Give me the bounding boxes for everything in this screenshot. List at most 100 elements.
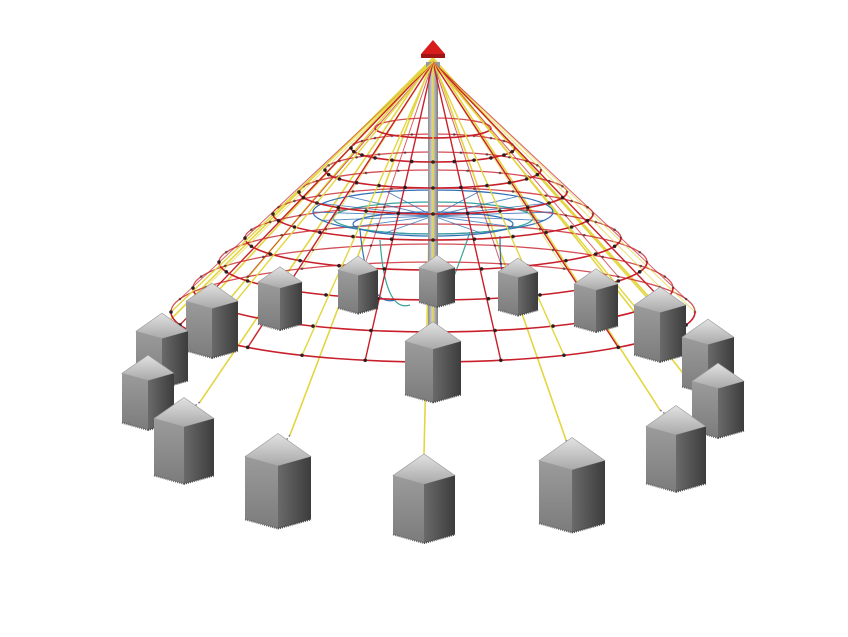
inner-net-spoke-0 [432, 211, 554, 217]
knot [601, 255, 605, 259]
knot [508, 155, 511, 159]
inner-net-spoke-11 [386, 191, 434, 217]
knot [498, 209, 502, 213]
block-face-left [245, 456, 278, 529]
knot [360, 139, 364, 143]
knot [292, 225, 297, 229]
knot [336, 205, 341, 210]
knot [544, 230, 548, 235]
knot [551, 324, 555, 328]
block-fringe-right [717, 429, 745, 439]
knot [485, 183, 489, 188]
block-fringe-left [497, 309, 519, 317]
block-fringe-right [423, 533, 456, 545]
knot [327, 164, 330, 167]
knot [431, 238, 435, 242]
rope-main-1 [159, 57, 434, 331]
net-radial-4 [432, 61, 565, 356]
knot [538, 293, 542, 297]
knot [324, 293, 328, 297]
block-fringe-left [121, 421, 149, 431]
knot [246, 275, 250, 278]
knot [383, 205, 386, 209]
knot [268, 220, 272, 224]
net-radial-11 [179, 61, 434, 326]
knot [525, 205, 530, 210]
knot [178, 297, 182, 301]
block-fringe-right [517, 309, 539, 317]
knot [544, 194, 548, 197]
net-radial-14 [205, 61, 434, 288]
net-radial-5 [432, 61, 502, 361]
cap-triangle [421, 40, 445, 54]
knot [377, 153, 381, 156]
block-fringe-right [571, 522, 606, 534]
knot [616, 275, 620, 278]
pole-cap [421, 40, 445, 58]
knot [217, 260, 221, 264]
block-face-right [358, 270, 378, 314]
knot [349, 146, 353, 150]
knot [351, 190, 355, 193]
knot [318, 230, 322, 235]
knot [298, 258, 302, 263]
knot [452, 133, 456, 136]
knot [525, 208, 529, 212]
block-face-left [338, 270, 358, 314]
outer-anchor-block-3 [153, 397, 215, 485]
knot [562, 267, 566, 270]
loose-rope-3 [379, 239, 411, 307]
net-radial-0 [432, 61, 696, 313]
inner-net-spoke-8 [312, 211, 434, 217]
knot [323, 168, 327, 172]
inner-net-spoke-2 [432, 215, 518, 229]
knot [224, 270, 229, 274]
knot [562, 353, 566, 358]
net-radial-19 [432, 61, 502, 264]
knot [363, 358, 367, 363]
knot [569, 225, 574, 229]
knot [487, 223, 490, 227]
knot [586, 205, 589, 209]
inner-anchor-block-4 [573, 268, 619, 334]
knot [280, 233, 283, 237]
knot [511, 234, 515, 239]
knot [191, 286, 195, 290]
block-face-left [122, 373, 148, 430]
knot [382, 267, 387, 271]
knot [250, 228, 253, 232]
knot [472, 237, 477, 241]
knot [663, 275, 667, 278]
inner-anchor-block-3 [497, 257, 539, 317]
knot [297, 190, 301, 194]
knot [360, 153, 364, 157]
knot [560, 195, 565, 200]
block-fringe-left [392, 533, 425, 545]
knot [410, 133, 414, 136]
block-fringe-right [357, 307, 379, 315]
outer-anchor-block-10 [633, 286, 687, 363]
knot [276, 218, 281, 223]
knot [223, 264, 227, 268]
inner-anchor-block-1 [337, 255, 379, 315]
rope-main-6 [432, 57, 567, 441]
knot [561, 185, 564, 188]
knot [355, 155, 358, 159]
knot [551, 248, 555, 252]
knot [499, 358, 503, 363]
knot [169, 310, 173, 314]
knot [499, 262, 503, 266]
knot [585, 218, 590, 223]
knot [583, 233, 586, 237]
block-fringe-left [404, 393, 434, 404]
outer-anchor-block-8 [691, 362, 745, 439]
knot [243, 236, 247, 240]
knot [594, 252, 598, 256]
outer-anchor-block-7 [645, 405, 707, 493]
net-radial-21 [432, 61, 619, 277]
net-radial-1 [432, 61, 687, 326]
knot [594, 220, 598, 224]
net-radial-8 [301, 61, 434, 356]
block-fringe-left [185, 349, 213, 359]
knot [465, 211, 470, 216]
